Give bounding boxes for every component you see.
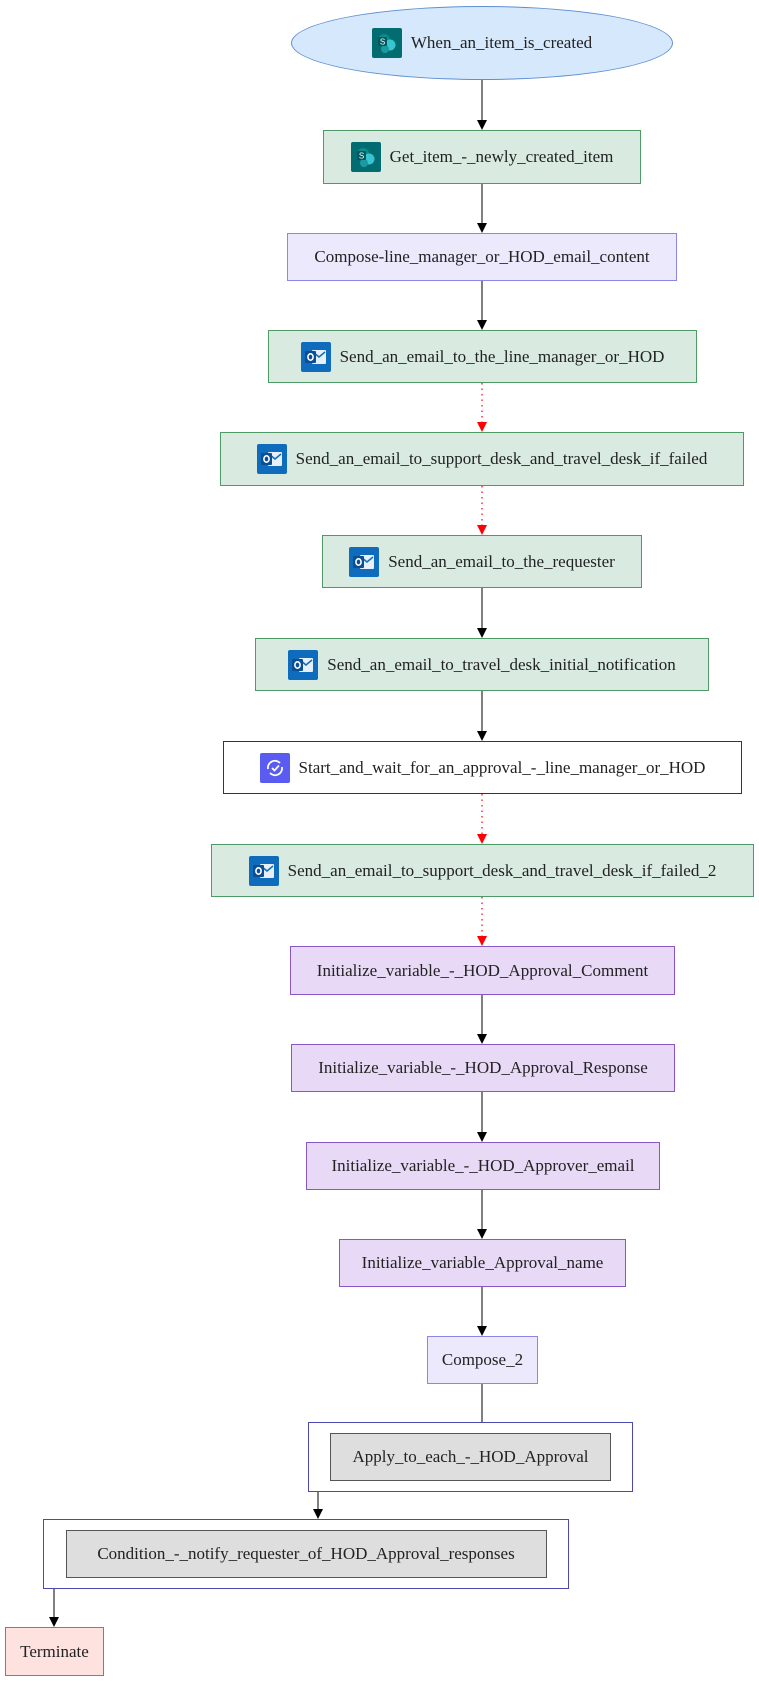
node-compose-2[interactable]: Compose_2 [427,1336,538,1384]
node-label: Compose_2 [441,1350,524,1369]
outlook-icon [248,855,279,886]
approvals-icon [259,752,290,783]
sharepoint-icon: S [371,28,402,58]
node-label: Send_an_email_to_travel_desk_initial_not… [327,654,676,674]
node-init-comment[interactable]: Initialize_variable_-_HOD_Approval_Comme… [290,946,675,995]
node-label: Initialize_variable_-_HOD_Approval_Comme… [316,960,649,980]
svg-text:S: S [358,152,363,161]
node-label: Start_and_wait_for_an_approval_-_line_ma… [298,757,706,777]
node-label: Initialize_variable_-_HOD_Approver_email [331,1156,635,1175]
node-get-item[interactable]: S Get_item_-_newly_created_item [323,130,641,184]
node-apply-to-each[interactable]: Apply_to_each_-_HOD_Approval [330,1433,611,1481]
node-label: Send_an_email_to_the_line_manager_or_HOD [339,346,665,366]
node-label: Send_an_email_to_the_requester [388,551,615,571]
node-label: Send_an_email_to_support_desk_and_travel… [287,860,717,880]
node-label: Get_item_-_newly_created_item [389,147,614,166]
outlook-icon [300,341,331,372]
node-terminate[interactable]: Terminate [5,1627,104,1676]
sharepoint-icon: S [350,142,381,172]
outlook-icon [349,546,380,577]
node-send-support[interactable]: Send_an_email_to_support_desk_and_travel… [220,432,744,486]
node-send-support-2[interactable]: Send_an_email_to_support_desk_and_travel… [211,844,754,897]
outlook-icon [288,649,319,680]
node-send-travel-desk[interactable]: Send_an_email_to_travel_desk_initial_not… [255,638,709,691]
node-send-requester[interactable]: Send_an_email_to_the_requester [322,535,642,588]
node-trigger[interactable]: S When_an_item_is_created [291,6,673,80]
node-label: Apply_to_each_-_HOD_Approval [352,1447,589,1466]
node-compose-email[interactable]: Compose-line_manager_or_HOD_email_conten… [287,233,677,281]
node-label: Initialize_variable_Approval_name [361,1253,604,1272]
node-label: Condition_-_notify_requester_of_HOD_Appr… [97,1544,515,1563]
node-label: Initialize_variable_-_HOD_Approval_Respo… [318,1058,648,1077]
node-init-approval-name[interactable]: Initialize_variable_Approval_name [339,1239,626,1287]
scope-condition[interactable]: Condition_-_notify_requester_of_HOD_Appr… [43,1519,569,1589]
node-send-line-manager[interactable]: Send_an_email_to_the_line_manager_or_HOD [268,330,697,383]
node-approval[interactable]: Start_and_wait_for_an_approval_-_line_ma… [223,741,742,794]
node-label: Send_an_email_to_support_desk_and_travel… [295,449,708,468]
scope-apply-to-each[interactable]: Apply_to_each_-_HOD_Approval [308,1422,633,1492]
node-init-response[interactable]: Initialize_variable_-_HOD_Approval_Respo… [291,1044,675,1092]
node-label: When_an_item_is_created [410,33,593,52]
svg-text:S: S [380,38,385,47]
node-condition[interactable]: Condition_-_notify_requester_of_HOD_Appr… [65,1530,547,1578]
outlook-icon [256,444,287,474]
node-init-approver-email[interactable]: Initialize_variable_-_HOD_Approver_email [306,1142,660,1190]
node-label: Compose-line_manager_or_HOD_email_conten… [314,247,650,266]
node-label: Terminate [20,1641,89,1661]
